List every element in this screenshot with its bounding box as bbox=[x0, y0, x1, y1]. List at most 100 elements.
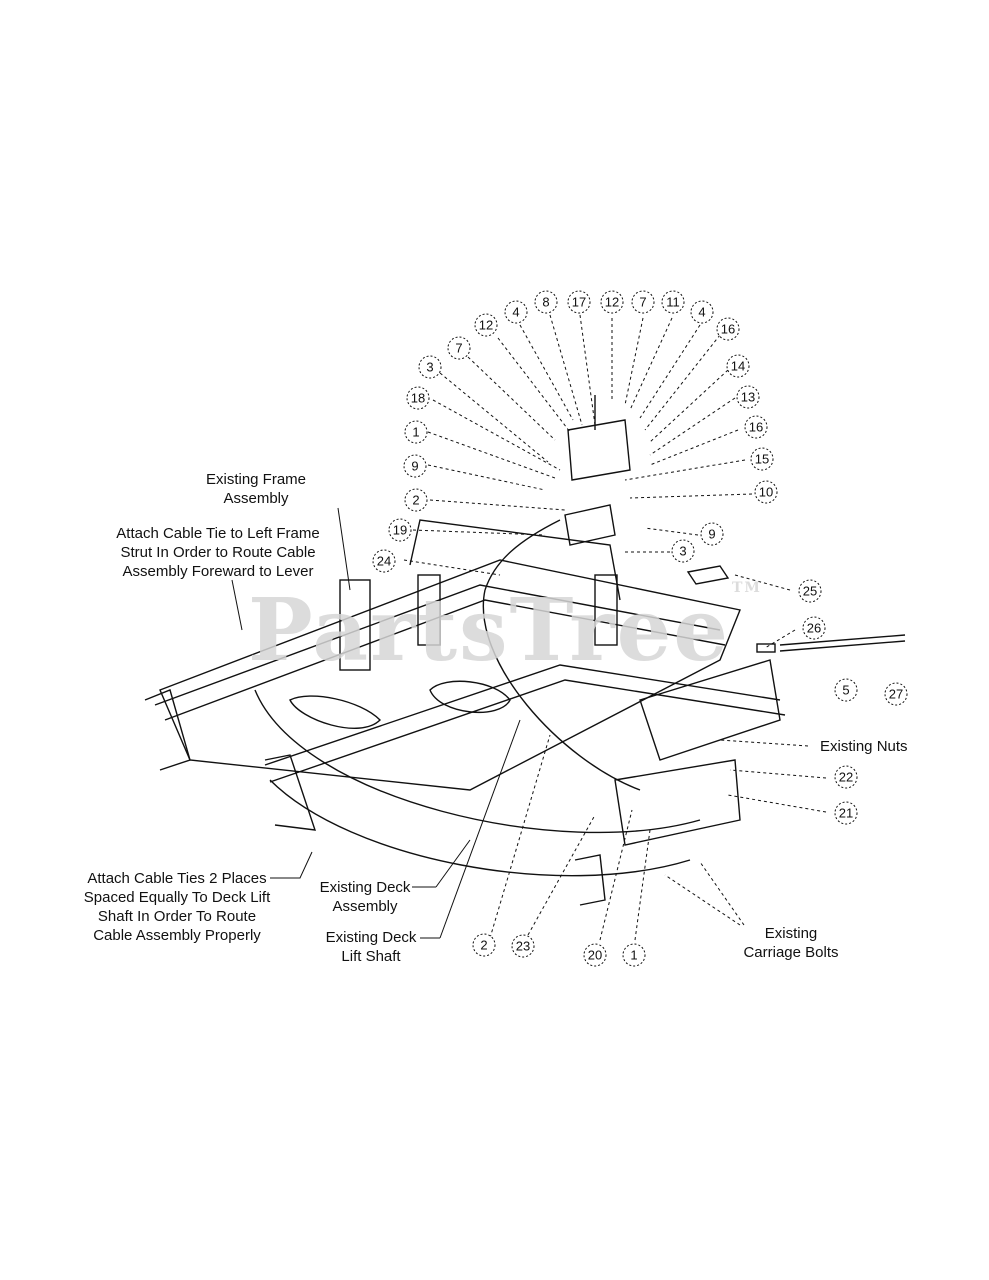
leader-carriage-b bbox=[699, 861, 745, 926]
callout-number: 16 bbox=[749, 420, 763, 435]
callout-number: 5 bbox=[842, 683, 849, 698]
callout-number: 26 bbox=[807, 621, 821, 636]
callout-number: 27 bbox=[889, 687, 903, 702]
callout-right-side-2: 5 bbox=[834, 678, 858, 702]
callout-top-arc-1: 7 bbox=[447, 336, 471, 360]
leader-12a bbox=[497, 337, 571, 433]
callout-top-row-4: 7 bbox=[631, 290, 655, 314]
frame-upright-1 bbox=[417, 574, 441, 646]
callout-circle bbox=[750, 447, 774, 471]
deck-pulley-left bbox=[289, 695, 381, 729]
leader-21 bbox=[727, 794, 827, 813]
callout-number: 21 bbox=[839, 806, 853, 821]
leader-22 bbox=[729, 769, 827, 779]
callout-circle bbox=[583, 943, 607, 967]
callout-number: 1 bbox=[412, 425, 419, 440]
left-strut bbox=[339, 579, 371, 671]
leader-16b bbox=[649, 429, 739, 466]
cable-upper bbox=[484, 519, 561, 591]
leader-15 bbox=[624, 459, 746, 481]
callout-top-arc-7: 19 bbox=[388, 518, 412, 542]
frame-leader bbox=[337, 507, 351, 591]
leader-3a bbox=[439, 372, 549, 463]
callout-number: 12 bbox=[479, 318, 493, 333]
callout-right-side-4: 22 bbox=[834, 765, 858, 789]
callout-number: 7 bbox=[455, 341, 462, 356]
callout-bottom-row-2: 20 bbox=[583, 943, 607, 967]
leader-2b bbox=[489, 734, 551, 939]
callout-number: 19 bbox=[393, 523, 407, 538]
callout-circle bbox=[700, 522, 724, 546]
leader-1b bbox=[634, 829, 651, 941]
note-line: Assembly bbox=[223, 490, 289, 507]
callout-number: 1 bbox=[630, 948, 637, 963]
callout-circle bbox=[631, 290, 655, 314]
callout-number: 22 bbox=[839, 770, 853, 785]
leader-10 bbox=[629, 493, 753, 499]
callout-circle bbox=[372, 549, 396, 573]
callout-number: 16 bbox=[721, 322, 735, 337]
callout-circle bbox=[511, 934, 535, 958]
callout-number: 4 bbox=[698, 305, 705, 320]
callout-number: 13 bbox=[741, 390, 755, 405]
deck-lift-leader-d bbox=[439, 719, 521, 939]
callout-number: 9 bbox=[708, 527, 715, 542]
leader-8 bbox=[549, 314, 583, 426]
callout-circle bbox=[567, 290, 591, 314]
callout-number: 8 bbox=[542, 295, 549, 310]
rod-27-edge bbox=[779, 640, 906, 652]
rear-crossmember bbox=[409, 519, 621, 601]
leader-14 bbox=[649, 369, 729, 443]
callout-right-arc-6: 9 bbox=[700, 522, 724, 546]
callout-top-row-1: 8 bbox=[534, 290, 558, 314]
callout-top-row-5: 11 bbox=[661, 290, 685, 314]
watermark-trademark: TM bbox=[732, 580, 762, 596]
callout-top-arc-6: 2 bbox=[404, 488, 428, 512]
callout-circle bbox=[884, 682, 908, 706]
deck-chute-plate bbox=[639, 659, 781, 761]
frame-rail-front bbox=[264, 664, 781, 766]
callout-number: 15 bbox=[755, 452, 769, 467]
lever-bracket bbox=[564, 504, 616, 546]
front-bracket bbox=[574, 854, 606, 906]
callout-top-arc-8: 24 bbox=[372, 549, 396, 573]
callout-right-arc-3: 16 bbox=[744, 415, 768, 439]
callout-circle bbox=[736, 385, 760, 409]
note-line: Existing bbox=[764, 925, 818, 942]
frame-upright-2 bbox=[594, 574, 618, 646]
callout-top-row-6: 4 bbox=[690, 300, 714, 324]
callout-circle bbox=[834, 678, 858, 702]
cable-tie-left-leader bbox=[231, 579, 243, 631]
note-cable-tie-left-frame: Attach Cable Tie to Left Frame Strut In … bbox=[104, 524, 332, 581]
callout-number: 23 bbox=[516, 939, 530, 954]
leader-24 bbox=[403, 559, 501, 576]
note-line: Assembly Foreward to Lever bbox=[122, 563, 314, 580]
callout-right-arc-4: 15 bbox=[750, 447, 774, 471]
watermark-text: PartsTree bbox=[248, 580, 731, 681]
note-line: Assembly bbox=[332, 898, 398, 915]
callout-circle bbox=[744, 415, 768, 439]
callout-top-arc-4: 1 bbox=[404, 420, 428, 444]
callout-circle bbox=[690, 300, 714, 324]
note-line: Strut In Order to Route Cable bbox=[120, 544, 316, 561]
callout-number: 14 bbox=[731, 359, 745, 374]
lift-bracket-plate bbox=[614, 759, 741, 846]
callout-circle bbox=[754, 480, 778, 504]
part-25 bbox=[686, 565, 730, 585]
callout-number: 25 bbox=[803, 584, 817, 599]
leader-16a bbox=[644, 334, 721, 431]
mower-frame-and-deck bbox=[144, 395, 906, 906]
leader-13 bbox=[649, 397, 736, 456]
leader-1a bbox=[427, 431, 556, 479]
callout-circle bbox=[406, 386, 430, 410]
callout-right-arc-5: 10 bbox=[754, 480, 778, 504]
callout-circle bbox=[388, 518, 412, 542]
callout-bottom-row-1: 23 bbox=[511, 934, 535, 958]
note-line: Attach Cable Tie to Left Frame bbox=[116, 525, 320, 542]
rod-27 bbox=[779, 634, 906, 646]
frame-rail-rear bbox=[154, 584, 721, 706]
leader-4a bbox=[519, 324, 574, 421]
note-line: Existing Nuts bbox=[820, 738, 908, 755]
